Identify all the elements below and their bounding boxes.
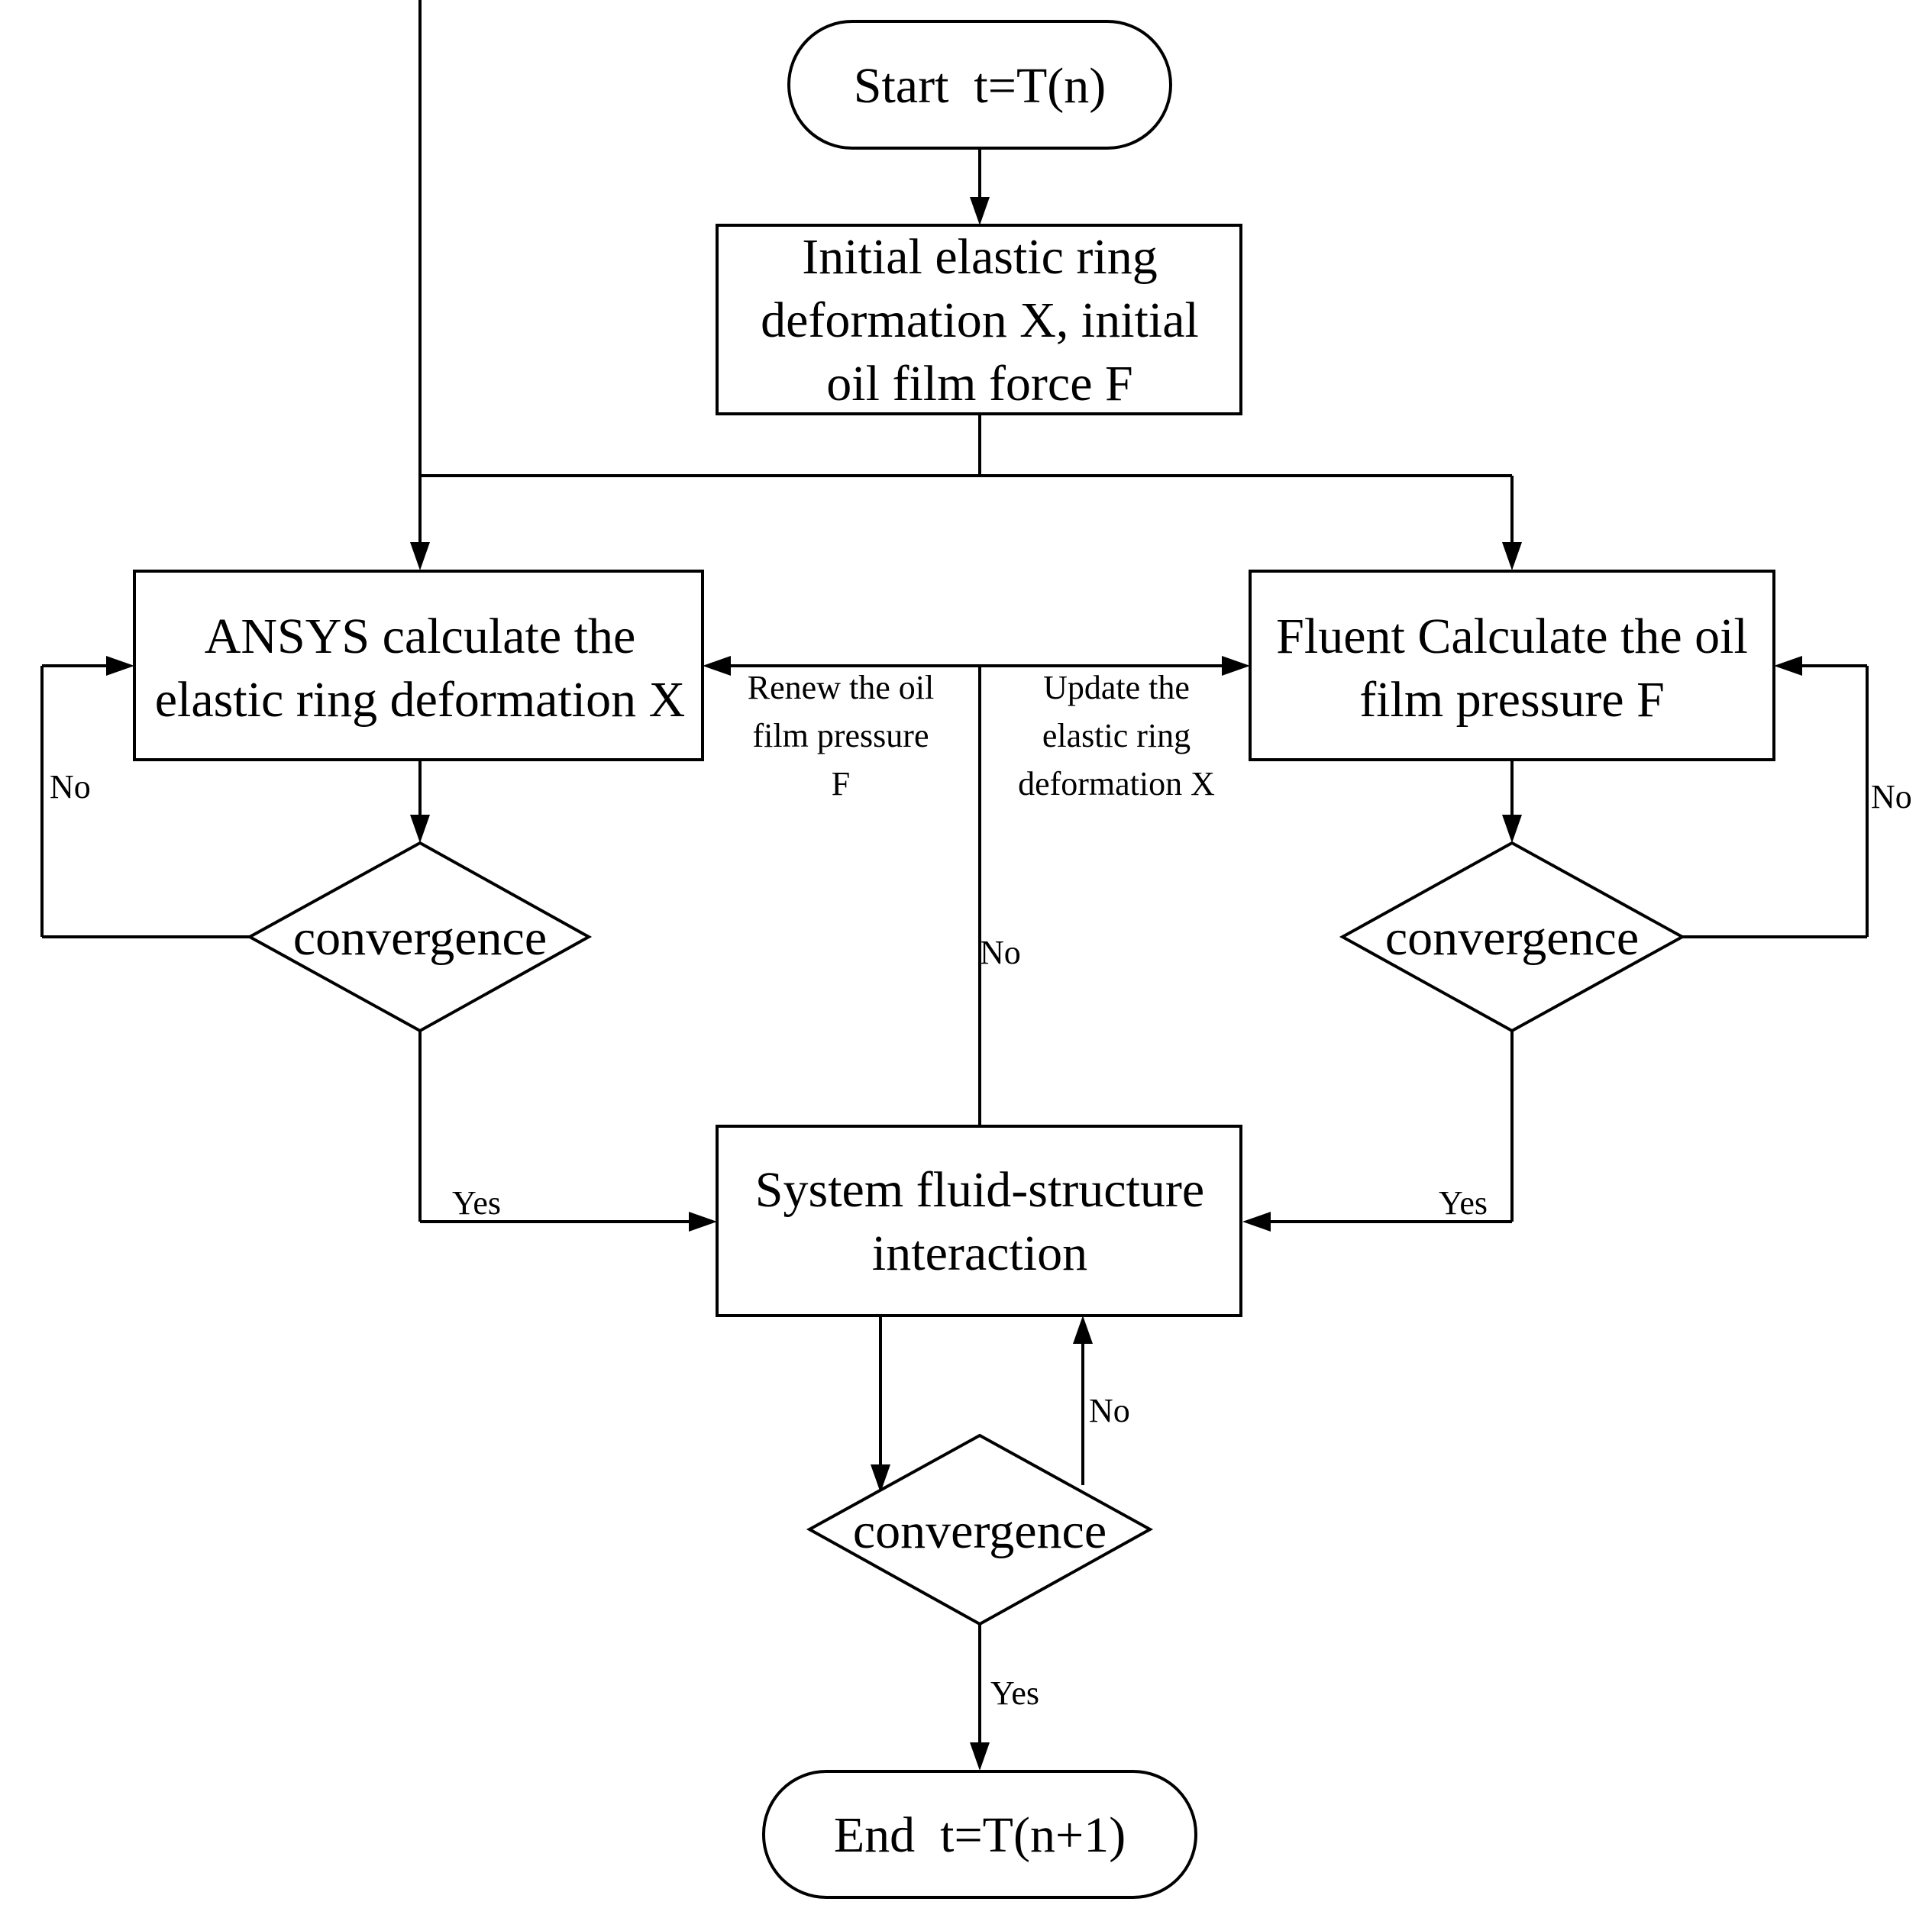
ansys-box <box>133 570 704 761</box>
no-bottom-label: No <box>1089 1392 1130 1429</box>
connectors <box>40 0 1869 1771</box>
no-left-label: No <box>50 768 91 806</box>
update-label-line-2: elastic ring <box>1042 717 1191 754</box>
renew-label-line-2: film pressure <box>753 717 929 754</box>
yes-left-label: Yes <box>452 1184 501 1222</box>
update-label-line-1: Update the <box>1043 669 1190 706</box>
start-terminator <box>787 20 1172 150</box>
initial-line-2: deformation X, initial <box>761 292 1199 348</box>
start-label: Start t=T(n) <box>854 58 1106 114</box>
ansys-node: ANSYS calculate the elastic ring deforma… <box>133 570 704 761</box>
fluent-box <box>1249 570 1775 761</box>
renew-label-line-1: Renew the oil <box>748 669 934 706</box>
convergence-left-label: convergence <box>293 910 547 966</box>
arrowhead-initial <box>970 197 990 225</box>
arrowhead-right-no <box>1774 656 1802 676</box>
renew-label-line-3: F <box>832 765 850 802</box>
system-node: System fluid-structure interaction <box>716 1125 1242 1317</box>
end-terminator <box>762 1770 1197 1899</box>
ansys-line-1: ANSYS calculate the <box>205 609 636 664</box>
initial-line-3: oil film force F <box>826 356 1132 412</box>
end-label: End t=T(n+1) <box>834 1807 1126 1863</box>
fluent-line-2: film pressure F <box>1359 672 1665 728</box>
edge-labels: Renew the oil film pressure F Update the… <box>50 669 1912 1712</box>
arrowhead-renew <box>703 656 731 676</box>
arrowhead-fluent <box>1502 542 1522 570</box>
system-box <box>716 1125 1242 1317</box>
convergence-left-diamond <box>246 841 593 1033</box>
no-center-label: No <box>980 934 1021 971</box>
arrowhead-ansys <box>410 542 430 570</box>
initial-line-1: Initial elastic ring <box>802 229 1158 285</box>
arrowhead-left-yes <box>689 1212 717 1232</box>
ansys-line-2: elastic ring deformation X <box>155 672 686 728</box>
initial-node: Initial elastic ring deformation X, init… <box>716 224 1242 415</box>
convergence-left-node: convergence <box>246 841 593 1033</box>
convergence-bottom-node: convergence <box>806 1433 1154 1626</box>
update-label-line-3: deformation X <box>1018 765 1215 802</box>
arrowhead-left-no <box>106 656 134 676</box>
arrowhead-update <box>1222 656 1250 676</box>
arrowhead-end <box>970 1742 990 1771</box>
convergence-right-diamond <box>1339 841 1686 1033</box>
yes-bottom-label: Yes <box>990 1674 1039 1712</box>
arrowhead-conv-bottom <box>871 1464 890 1493</box>
arrowhead-right-yes <box>1242 1212 1271 1232</box>
convergence-right-label: convergence <box>1385 910 1639 966</box>
convergence-bottom-diamond <box>806 1433 1154 1626</box>
arrowhead-conv-right <box>1502 815 1522 843</box>
yes-right-label: Yes <box>1439 1184 1488 1222</box>
arrowhead-bottom-no <box>1073 1316 1093 1344</box>
convergence-bottom-label: convergence <box>853 1503 1107 1559</box>
fluent-line-1: Fluent Calculate the oil <box>1276 609 1748 664</box>
system-line-1: System fluid-structure <box>755 1162 1204 1218</box>
convergence-right-node: convergence <box>1339 841 1686 1033</box>
start-node: Start t=T(n) <box>787 20 1172 150</box>
no-right-label: No <box>1871 778 1912 815</box>
system-line-2: interaction <box>872 1225 1087 1281</box>
end-node: End t=T(n+1) <box>762 1770 1197 1899</box>
initial-box <box>716 224 1242 415</box>
arrowhead-conv-left <box>410 815 430 843</box>
fluent-node: Fluent Calculate the oil film pressure F <box>1249 570 1775 761</box>
